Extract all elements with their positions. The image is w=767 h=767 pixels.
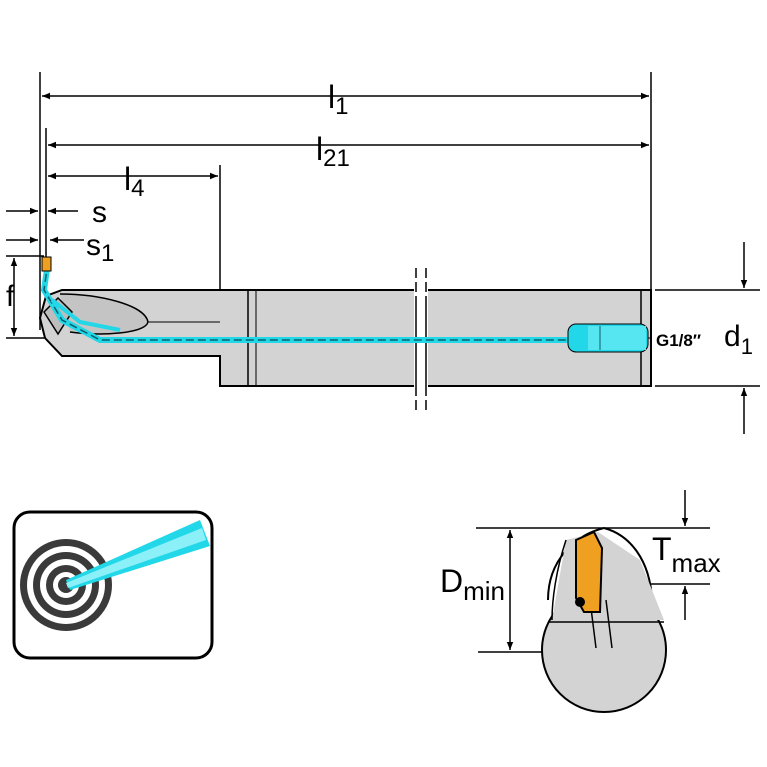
label-l4: l4 — [124, 161, 144, 202]
label-s: s — [92, 196, 107, 229]
label-l21: l21 — [316, 131, 350, 172]
coolant-thread-box — [652, 326, 720, 352]
label-d1: d1 — [724, 320, 753, 359]
label-f: f — [6, 280, 15, 313]
coolant-channel — [40, 261, 649, 353]
coolant-through-target-icon — [12, 510, 214, 660]
label-l1: l1 — [328, 79, 348, 120]
label-coolant-thread: G1/8″ — [656, 331, 701, 350]
boring-bar-in-bore-end-view — [476, 490, 710, 713]
label-s1: s1 — [86, 229, 114, 267]
extension-lines — [6, 72, 760, 387]
label-dmin: Dmin — [440, 563, 505, 606]
label-tmax: Tmax — [652, 531, 721, 578]
cutting-insert — [41, 256, 52, 272]
